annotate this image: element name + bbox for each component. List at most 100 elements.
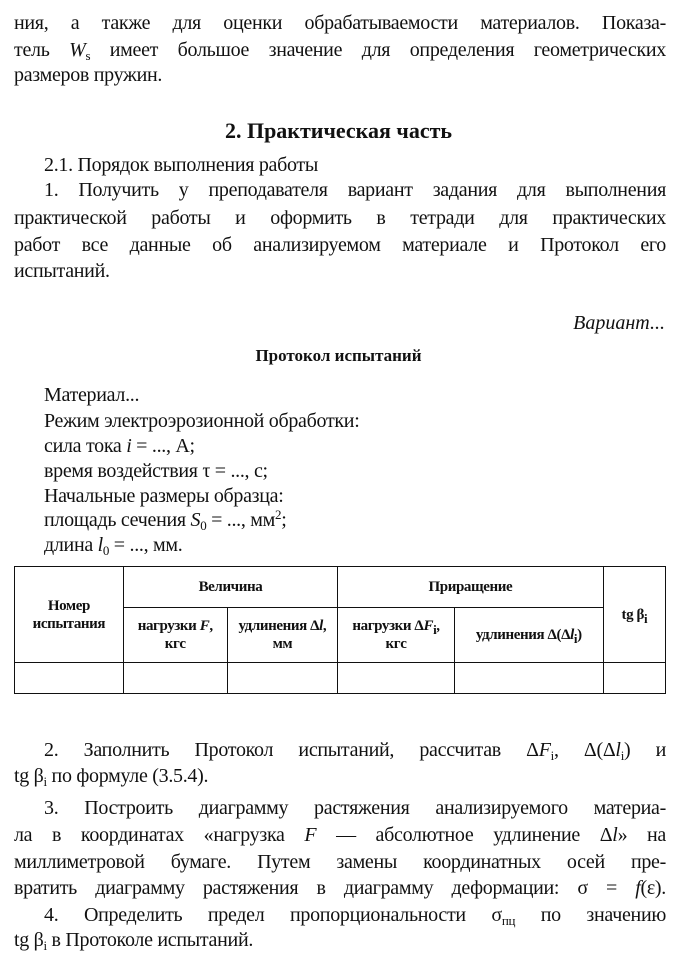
text-run: = ..., мм.	[109, 534, 183, 556]
text-line: tg βi по формуле (3.5.4).	[14, 764, 666, 788]
protocol-title: Протокол испытаний	[255, 346, 422, 365]
table-cell	[337, 662, 455, 694]
text-run: 3. Построить диаграмму растяжения анализ…	[44, 797, 666, 819]
italic-symbol: l	[319, 618, 323, 634]
superscript: 2	[275, 507, 282, 522]
header-value-group: Величина	[122, 566, 339, 608]
text-run: сила тока	[44, 435, 127, 457]
text-run: , Δ(Δ	[553, 739, 616, 761]
text-run: , кгс	[385, 618, 440, 652]
text-run: 1. Получить у преподавателя вариант зада…	[44, 179, 666, 201]
text-run: ния, а также для оценки обрабатываемости…	[14, 12, 666, 34]
protocol-line: сила тока i = ..., А;	[44, 434, 666, 458]
subscript: i	[550, 748, 555, 763]
text-run: 4. Определить предел пропорциональности …	[44, 904, 502, 926]
text-line: размеров пружин.	[14, 63, 666, 87]
header-increment-group: Приращение	[337, 566, 604, 608]
italic-symbol: F	[423, 618, 434, 634]
header-elongation: удлинения Δl, мм	[226, 607, 339, 663]
protocol-line: площадь сечения S0 = ..., мм2;	[44, 508, 666, 532]
italic-symbol: W	[69, 39, 86, 61]
table-cell	[226, 662, 339, 694]
table-cell	[602, 662, 667, 694]
text-line: tg βi в Протоколе испытаний.	[14, 928, 666, 952]
subscript: i	[573, 631, 578, 646]
text-run: нагрузки Δ	[352, 618, 424, 634]
text-line: работ все данные об анализируемом матери…	[14, 233, 666, 257]
text-run: работ все данные об анализируемом матери…	[14, 234, 666, 256]
text-run: испытаний.	[14, 260, 110, 282]
text-run: Режим электроэрозионной обработки:	[44, 410, 360, 432]
text-run: (ε).	[640, 877, 666, 899]
text-run: Материал...	[44, 384, 140, 406]
table-cell	[122, 662, 228, 694]
text-run: ла в координатах «нагрузка	[14, 824, 305, 846]
header-load-increment: нагрузки ΔFi, кгс	[337, 607, 455, 663]
italic-symbol: l	[570, 627, 574, 643]
text-run: 2. Заполнить Протокол испытаний, рассчит…	[44, 739, 539, 761]
subscript: s	[85, 48, 91, 63]
text-line: испытаний.	[14, 259, 666, 283]
subscript: i	[620, 748, 625, 763]
italic-symbol: S	[190, 509, 201, 531]
text-run: в Протоколе испытаний.	[46, 929, 254, 951]
text-run: » на	[617, 824, 667, 846]
section-title: 2. Практическая часть	[224, 118, 453, 143]
text-line: тель Ws имеет большое значение для опред…	[14, 38, 666, 62]
header-test-number: Номер испытания	[14, 566, 124, 663]
text-run: tg β	[14, 765, 44, 787]
text-line: ния, а также для оценки обрабатываемости…	[14, 11, 666, 35]
text-run: размеров пружин.	[14, 64, 163, 86]
text-run: время воздействия τ = ..., с;	[44, 460, 268, 482]
text-run: площадь сечения	[44, 509, 191, 531]
subscript: i	[433, 622, 437, 637]
text-run: имеет большое значение для определения г…	[90, 39, 667, 61]
italic-symbol: F	[538, 739, 551, 761]
subscript: i	[43, 774, 48, 789]
variant-label: Вариант...	[573, 312, 665, 334]
italic-symbol: f	[635, 877, 641, 899]
text-run: tg β	[621, 606, 645, 623]
italic-symbol: l	[615, 739, 621, 761]
text-run: = ..., мм	[206, 509, 275, 531]
text-line: 4. Определить предел пропорциональности …	[44, 903, 666, 927]
table-cell	[14, 662, 124, 694]
text-run: = ..., А;	[131, 435, 195, 457]
text-run: длина	[44, 534, 98, 556]
protocol-line: Материал...	[44, 383, 666, 407]
italic-symbol: l	[612, 824, 618, 846]
header-elongation-increment: удлинения Δ(Δli)	[453, 607, 604, 663]
text-line: 2. Заполнить Протокол испытаний, рассчит…	[44, 738, 666, 762]
text-line: вратить диаграмму растяжения в диаграмму…	[14, 876, 666, 900]
text-run: по формуле (3.5.4).	[46, 765, 209, 787]
subscript: 0	[102, 543, 110, 558]
text-run: вратить диаграмму растяжения в диаграмму…	[14, 877, 636, 899]
text-run: тель	[14, 39, 70, 61]
text-run: по значению	[515, 904, 667, 926]
text-run: )	[577, 627, 582, 643]
protocol-line: Начальные размеры образца:	[44, 484, 666, 508]
protocol-line: время воздействия τ = ..., с;	[44, 459, 666, 483]
text-line: миллиметровой бумаге. Путем замены коорд…	[14, 850, 666, 874]
subscript: 0	[200, 518, 207, 533]
header-load: нагрузки F, кгс	[122, 607, 228, 663]
subscript: i	[644, 610, 648, 626]
table-row	[14, 662, 667, 694]
text-run: , кгс	[164, 618, 213, 652]
text-run: Начальные размеры образца:	[44, 485, 284, 507]
protocol-line: длина l0 = ..., мм.	[44, 533, 666, 557]
header-tg-beta: tg βi	[602, 566, 667, 663]
text-line: практической работы и оформить в тетради…	[14, 206, 666, 230]
subscript: пц	[501, 913, 516, 928]
text-run: нагрузки	[137, 618, 200, 634]
italic-symbol: i	[126, 435, 132, 457]
italic-symbol: l	[97, 534, 104, 556]
italic-symbol: F	[199, 618, 210, 634]
protocol-table: Номер испытания Величина Приращение tg β…	[14, 566, 667, 694]
table-cell	[453, 662, 604, 694]
italic-symbol: F	[304, 824, 317, 846]
text-run: удлинения Δ	[238, 618, 320, 634]
protocol-line: Режим электроэрозионной обработки:	[44, 409, 666, 433]
text-run: ;	[281, 509, 287, 531]
